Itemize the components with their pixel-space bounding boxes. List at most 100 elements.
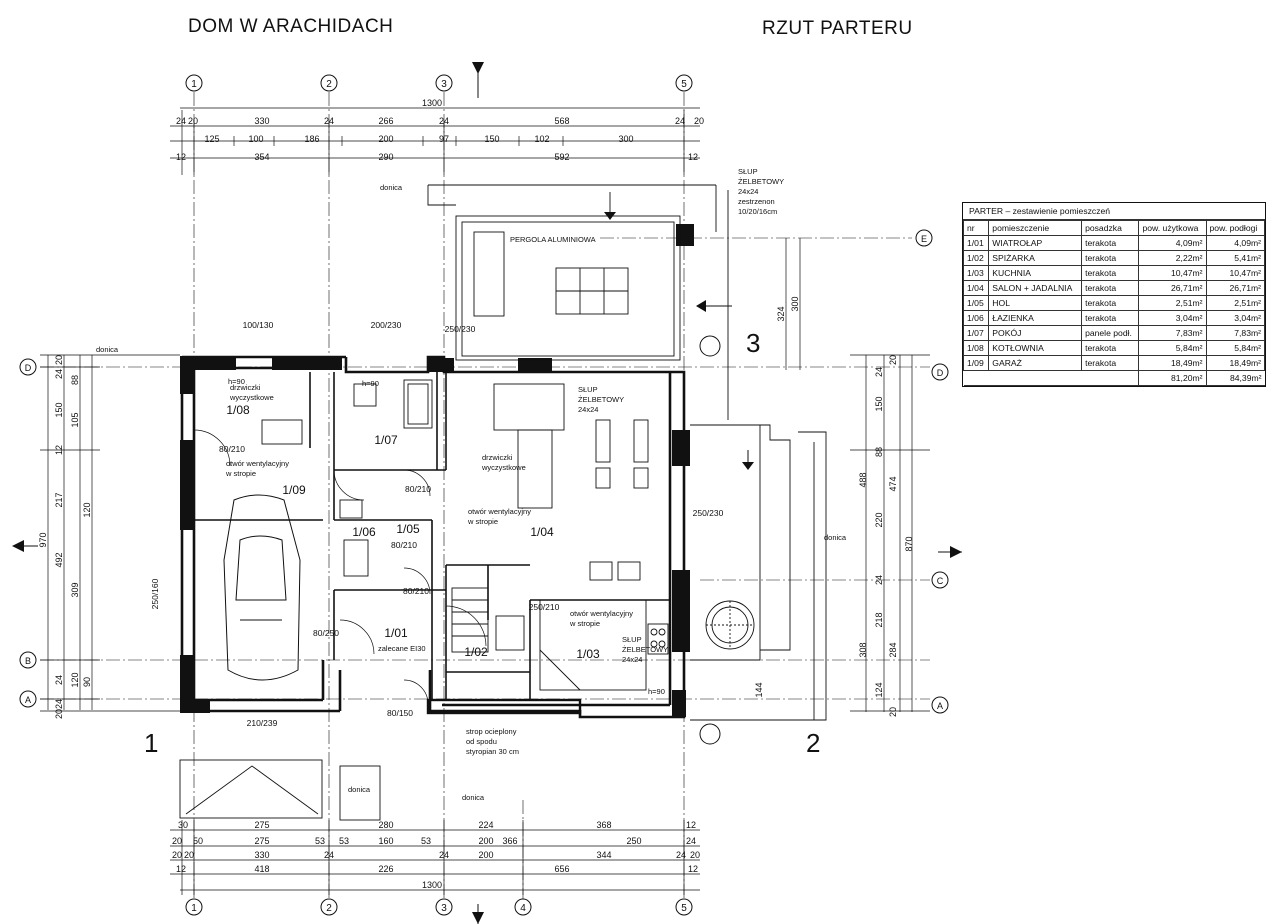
cell-usable: 5,84m² [1138, 340, 1207, 356]
dim-b2-8: 200 [478, 836, 493, 846]
dim-low-2: 354 [254, 152, 269, 162]
note-slup-2: SŁUP [578, 385, 598, 394]
dim-bottom-total: 1300 [422, 880, 442, 890]
dim-b4-2: 418 [254, 864, 269, 874]
dim-l2-2: 309 [70, 582, 80, 597]
dim-b3-7: 344 [596, 850, 611, 860]
dim-top-3: 330 [254, 116, 269, 126]
top-dimension-lines [170, 107, 700, 175]
dim-l-1: 20 [54, 355, 64, 365]
dim-b4-4: 656 [554, 864, 569, 874]
dim-mid-5: 97 [439, 134, 449, 144]
note-strop-2: od spodu [466, 737, 497, 746]
door-label-10: 210/239 [247, 718, 278, 728]
axis-bubble-E-right: E [915, 229, 933, 247]
door-label-12: 250/160 [150, 578, 160, 609]
dim-l-8: 120 [82, 502, 92, 517]
dim-top-2: 20 [188, 116, 198, 126]
axis-bubble-C-right: C [931, 571, 949, 589]
grid-lines [40, 92, 930, 905]
axis-bubble-2-bottom: 2 [320, 898, 338, 916]
axis-bubble-D-left: D [19, 358, 37, 376]
dim-l-13: 20 [54, 709, 64, 719]
note-slup-1: SŁUP [738, 167, 758, 176]
section-markers [14, 62, 962, 924]
axis-bubble-1-top: 1 [185, 74, 203, 92]
note-h90-3: h=90 [648, 687, 665, 696]
dim-r-1: 324 [776, 306, 786, 321]
cell-nr: 1/02 [962, 250, 990, 266]
cell-nr: 1/07 [962, 325, 990, 341]
cell-room: SPIŻARKA [988, 250, 1083, 266]
door-label-1: 100/130 [243, 320, 274, 330]
cell-floor: terakota [1081, 310, 1140, 326]
dim-r-13: 144 [754, 682, 764, 697]
dim-left-total: 970 [38, 532, 48, 547]
cell-room: GARAŻ [988, 355, 1083, 371]
dim-b1-1: 30 [178, 820, 188, 830]
bottom-dimension-lines [170, 820, 700, 895]
dim-b2-4: 53 [315, 836, 325, 846]
note-zbrojenie-1: zestrzenon [738, 197, 775, 206]
dim-l-6: 12 [54, 445, 64, 455]
dim-b3-3: 330 [254, 850, 269, 860]
door-label-7: 80/210 [391, 540, 417, 550]
dim-l-5: 105 [70, 412, 80, 427]
note-w-stropie-3: w stropie [569, 619, 600, 628]
cell-room: ŁAZIENKA [988, 310, 1083, 326]
dim-low-5: 12 [688, 152, 698, 162]
section-label-3: 3 [746, 328, 760, 358]
cell-floor: panele podł. [1081, 325, 1140, 341]
dim-r-4: 88 [874, 447, 884, 457]
dim-top-total: 1300 [422, 98, 442, 108]
note-zelbetowy-3: ŻELBETOWY [622, 645, 668, 654]
cell-nr: 1/06 [962, 310, 990, 326]
cell-floor: terakota [1081, 235, 1140, 251]
dim-r-8: 24 [874, 575, 884, 585]
note-pergola: PERGOLA ALUMINIOWA [510, 235, 596, 244]
door-label-4: 80/210 [219, 444, 245, 454]
door-labels: 100/130 200/230 250/230 80/210 250/230 8… [150, 320, 724, 728]
dim-b4-5: 12 [688, 864, 698, 874]
cell-floor: terakota [1081, 280, 1140, 296]
note-wyczystkowe-1: wyczystkowe [229, 393, 274, 402]
dim-b3-4: 24 [324, 850, 334, 860]
dim-b2-7: 53 [421, 836, 431, 846]
dim-l-7: 217 [54, 492, 64, 507]
dim-b1-6: 12 [686, 820, 696, 830]
cell-floor-area: 5,41m² [1205, 250, 1266, 266]
dim-r-16: 20 [888, 707, 898, 717]
terrace [690, 424, 827, 721]
room-schedule: PARTER – zestawienie pomieszczeń nr pomi… [962, 202, 1266, 387]
note-size-3: 24x24 [622, 655, 642, 664]
dim-mid-2: 100 [248, 134, 263, 144]
dim-r-3: 150 [874, 396, 884, 411]
dim-l-11: 90 [82, 677, 92, 687]
dim-mid-8: 300 [618, 134, 633, 144]
dim-b2-11: 24 [686, 836, 696, 846]
svg-text:1: 1 [191, 79, 197, 90]
svg-text:2: 2 [326, 903, 332, 914]
furniture [179, 231, 669, 821]
cell-nr: 1/08 [962, 340, 990, 356]
axis-bubble-2-top: 2 [320, 74, 338, 92]
room-label-1-06: 1/06 [352, 525, 376, 539]
dim-r-12: 124 [874, 682, 884, 697]
note-otwor-1: otwór wentylacyjny [226, 459, 289, 468]
svg-text:E: E [921, 234, 927, 244]
cell-floor-area: 2,51m² [1205, 295, 1266, 311]
cell-usable: 3,04m² [1138, 310, 1207, 326]
axis-bubbles: 1 2 3 5 1 2 3 4 5 D B A E D C A [19, 74, 949, 916]
dim-mid-3: 186 [304, 134, 319, 144]
room-label-1-03: 1/03 [576, 647, 600, 661]
dim-top-1: 24 [176, 116, 186, 126]
cell-floor-area: 7,83m² [1205, 325, 1266, 341]
cell-room: KOTŁOWNIA [988, 340, 1083, 356]
note-donica-left: donica [96, 345, 119, 354]
